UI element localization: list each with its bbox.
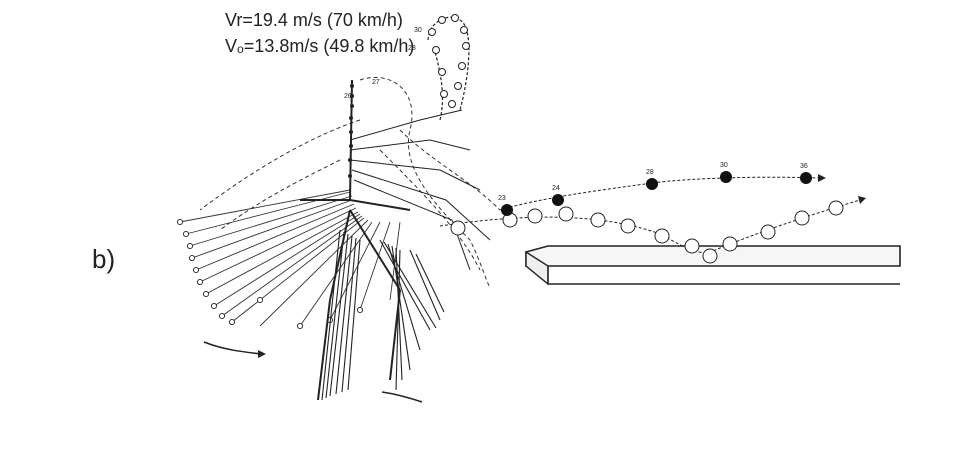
upper-trajectory-points bbox=[501, 171, 812, 216]
head-label-2: 28 bbox=[408, 45, 416, 52]
head-label-3: 27 bbox=[372, 79, 380, 86]
panel-label: b) bbox=[92, 244, 115, 274]
upper-label-4: 30 bbox=[720, 162, 728, 169]
motion-arrows bbox=[204, 342, 422, 402]
upper-label-5: 36 bbox=[800, 163, 808, 170]
upper-trajectory bbox=[500, 177, 820, 210]
upper-label-3: 28 bbox=[646, 169, 654, 176]
upper-label-1: 23 bbox=[498, 195, 506, 202]
arm-traces bbox=[350, 110, 490, 270]
trajectory-arrowhead bbox=[818, 174, 826, 182]
vehicle-speed-label: Vr=19.4 m/s (70 km/h) bbox=[225, 10, 403, 30]
upper-label-2: 24 bbox=[552, 185, 560, 192]
head-label-1: 30 bbox=[414, 27, 422, 34]
pedestrian-speed-label: Vₒ=13.8m/s (49.8 km/h) bbox=[225, 36, 414, 56]
lower-arrowhead bbox=[858, 196, 866, 204]
motion-arrowhead bbox=[258, 350, 266, 358]
